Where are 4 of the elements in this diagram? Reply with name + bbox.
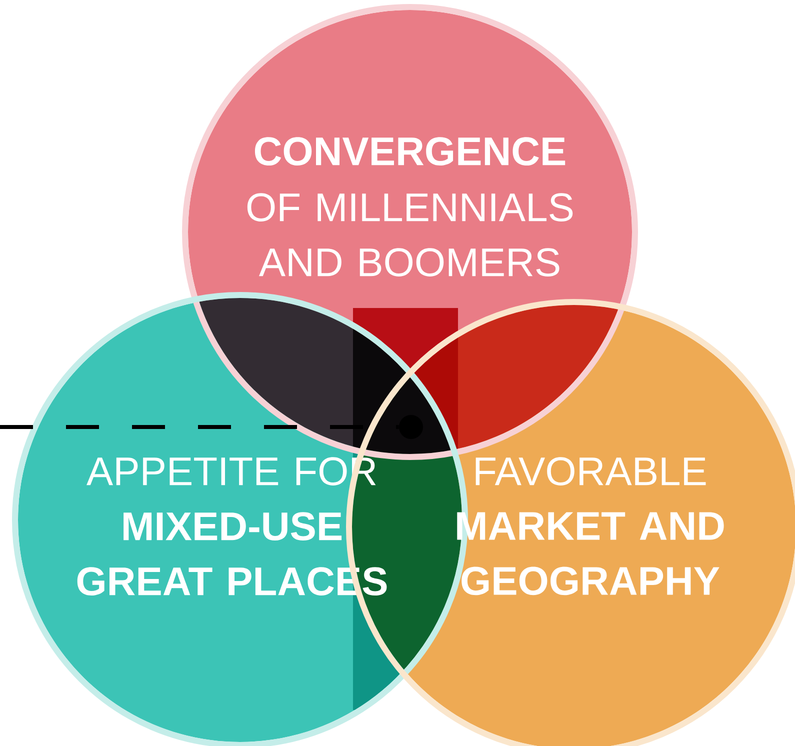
circle-label: CONVERGENCE [254, 137, 566, 166]
circle-label: FAVORABLE [476, 457, 706, 486]
leader-line [0, 424, 399, 429]
circle-label: OF MILLENNIALS AND BOOMERS [247, 193, 573, 276]
